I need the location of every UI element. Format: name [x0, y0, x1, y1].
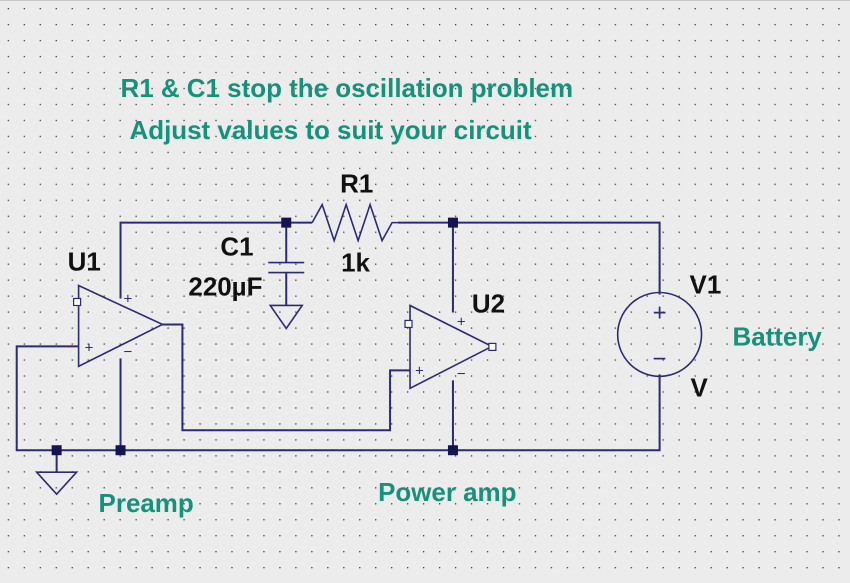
- opamp-u2-supply-plus-sign: +: [457, 313, 466, 330]
- wires: [15, 221, 661, 473]
- v1-value-label: V: [691, 374, 709, 402]
- ground-symbol: [34, 471, 79, 496]
- opamp-u2-plus-sign: +: [415, 362, 424, 379]
- opamp-u1-symbol[interactable]: + + −: [73, 284, 165, 368]
- opamp-u2-symbol[interactable]: + + −: [404, 304, 497, 390]
- r1-name-label: R1: [340, 171, 373, 199]
- voltage-source-minus-sign: −: [653, 345, 667, 372]
- wire-top-left: [119, 221, 313, 299]
- junction-dot: [115, 445, 126, 456]
- wire-u1-output-to-u2-input: [162, 323, 411, 432]
- capacitor-c1-symbol[interactable]: [268, 261, 305, 274]
- junction-dot: [281, 217, 292, 228]
- wire-feedback-loop: [15, 345, 79, 452]
- junction-dot: [447, 217, 458, 228]
- r1-value-label: 1k: [341, 250, 370, 278]
- u1-name-label: U1: [68, 249, 101, 277]
- junctions: [51, 217, 458, 456]
- note-line-2: Adjust values to suit your circuit: [130, 117, 532, 145]
- opamp-u1-supply-plus-sign: +: [124, 290, 133, 307]
- c1-value-label: 220µF: [188, 273, 262, 301]
- opamp-u2-supply-minus-sign: −: [457, 365, 466, 382]
- preamp-label: Preamp: [99, 490, 194, 518]
- voltage-source-v1-symbol[interactable]: + −: [616, 291, 703, 378]
- opamp-u2-pin: [404, 319, 413, 329]
- opamp-u1-plus-sign: +: [85, 339, 94, 356]
- resistor-r1-symbol[interactable]: [311, 202, 399, 244]
- capacitor-ground-symbol: [268, 304, 304, 330]
- opamp-u1-supply-minus-sign: −: [124, 343, 133, 360]
- battery-label: Battery: [732, 323, 822, 351]
- power-amp-label: Power amp: [378, 479, 516, 507]
- voltage-source-plus-sign: +: [653, 299, 667, 326]
- opamp-u1-pin: [73, 297, 82, 307]
- opamp-u2-output-pin: [488, 342, 497, 351]
- note-line-1: R1 & C1 stop the oscillation problem: [121, 75, 574, 103]
- junction-dot: [447, 445, 458, 456]
- wire-top-right: [398, 221, 661, 295]
- v1-name-label: V1: [690, 271, 722, 299]
- wire-bottom-rail: [56, 374, 661, 452]
- junction-dot: [51, 445, 62, 456]
- u2-name-label: U2: [472, 290, 505, 318]
- c1-name-label: C1: [220, 234, 253, 262]
